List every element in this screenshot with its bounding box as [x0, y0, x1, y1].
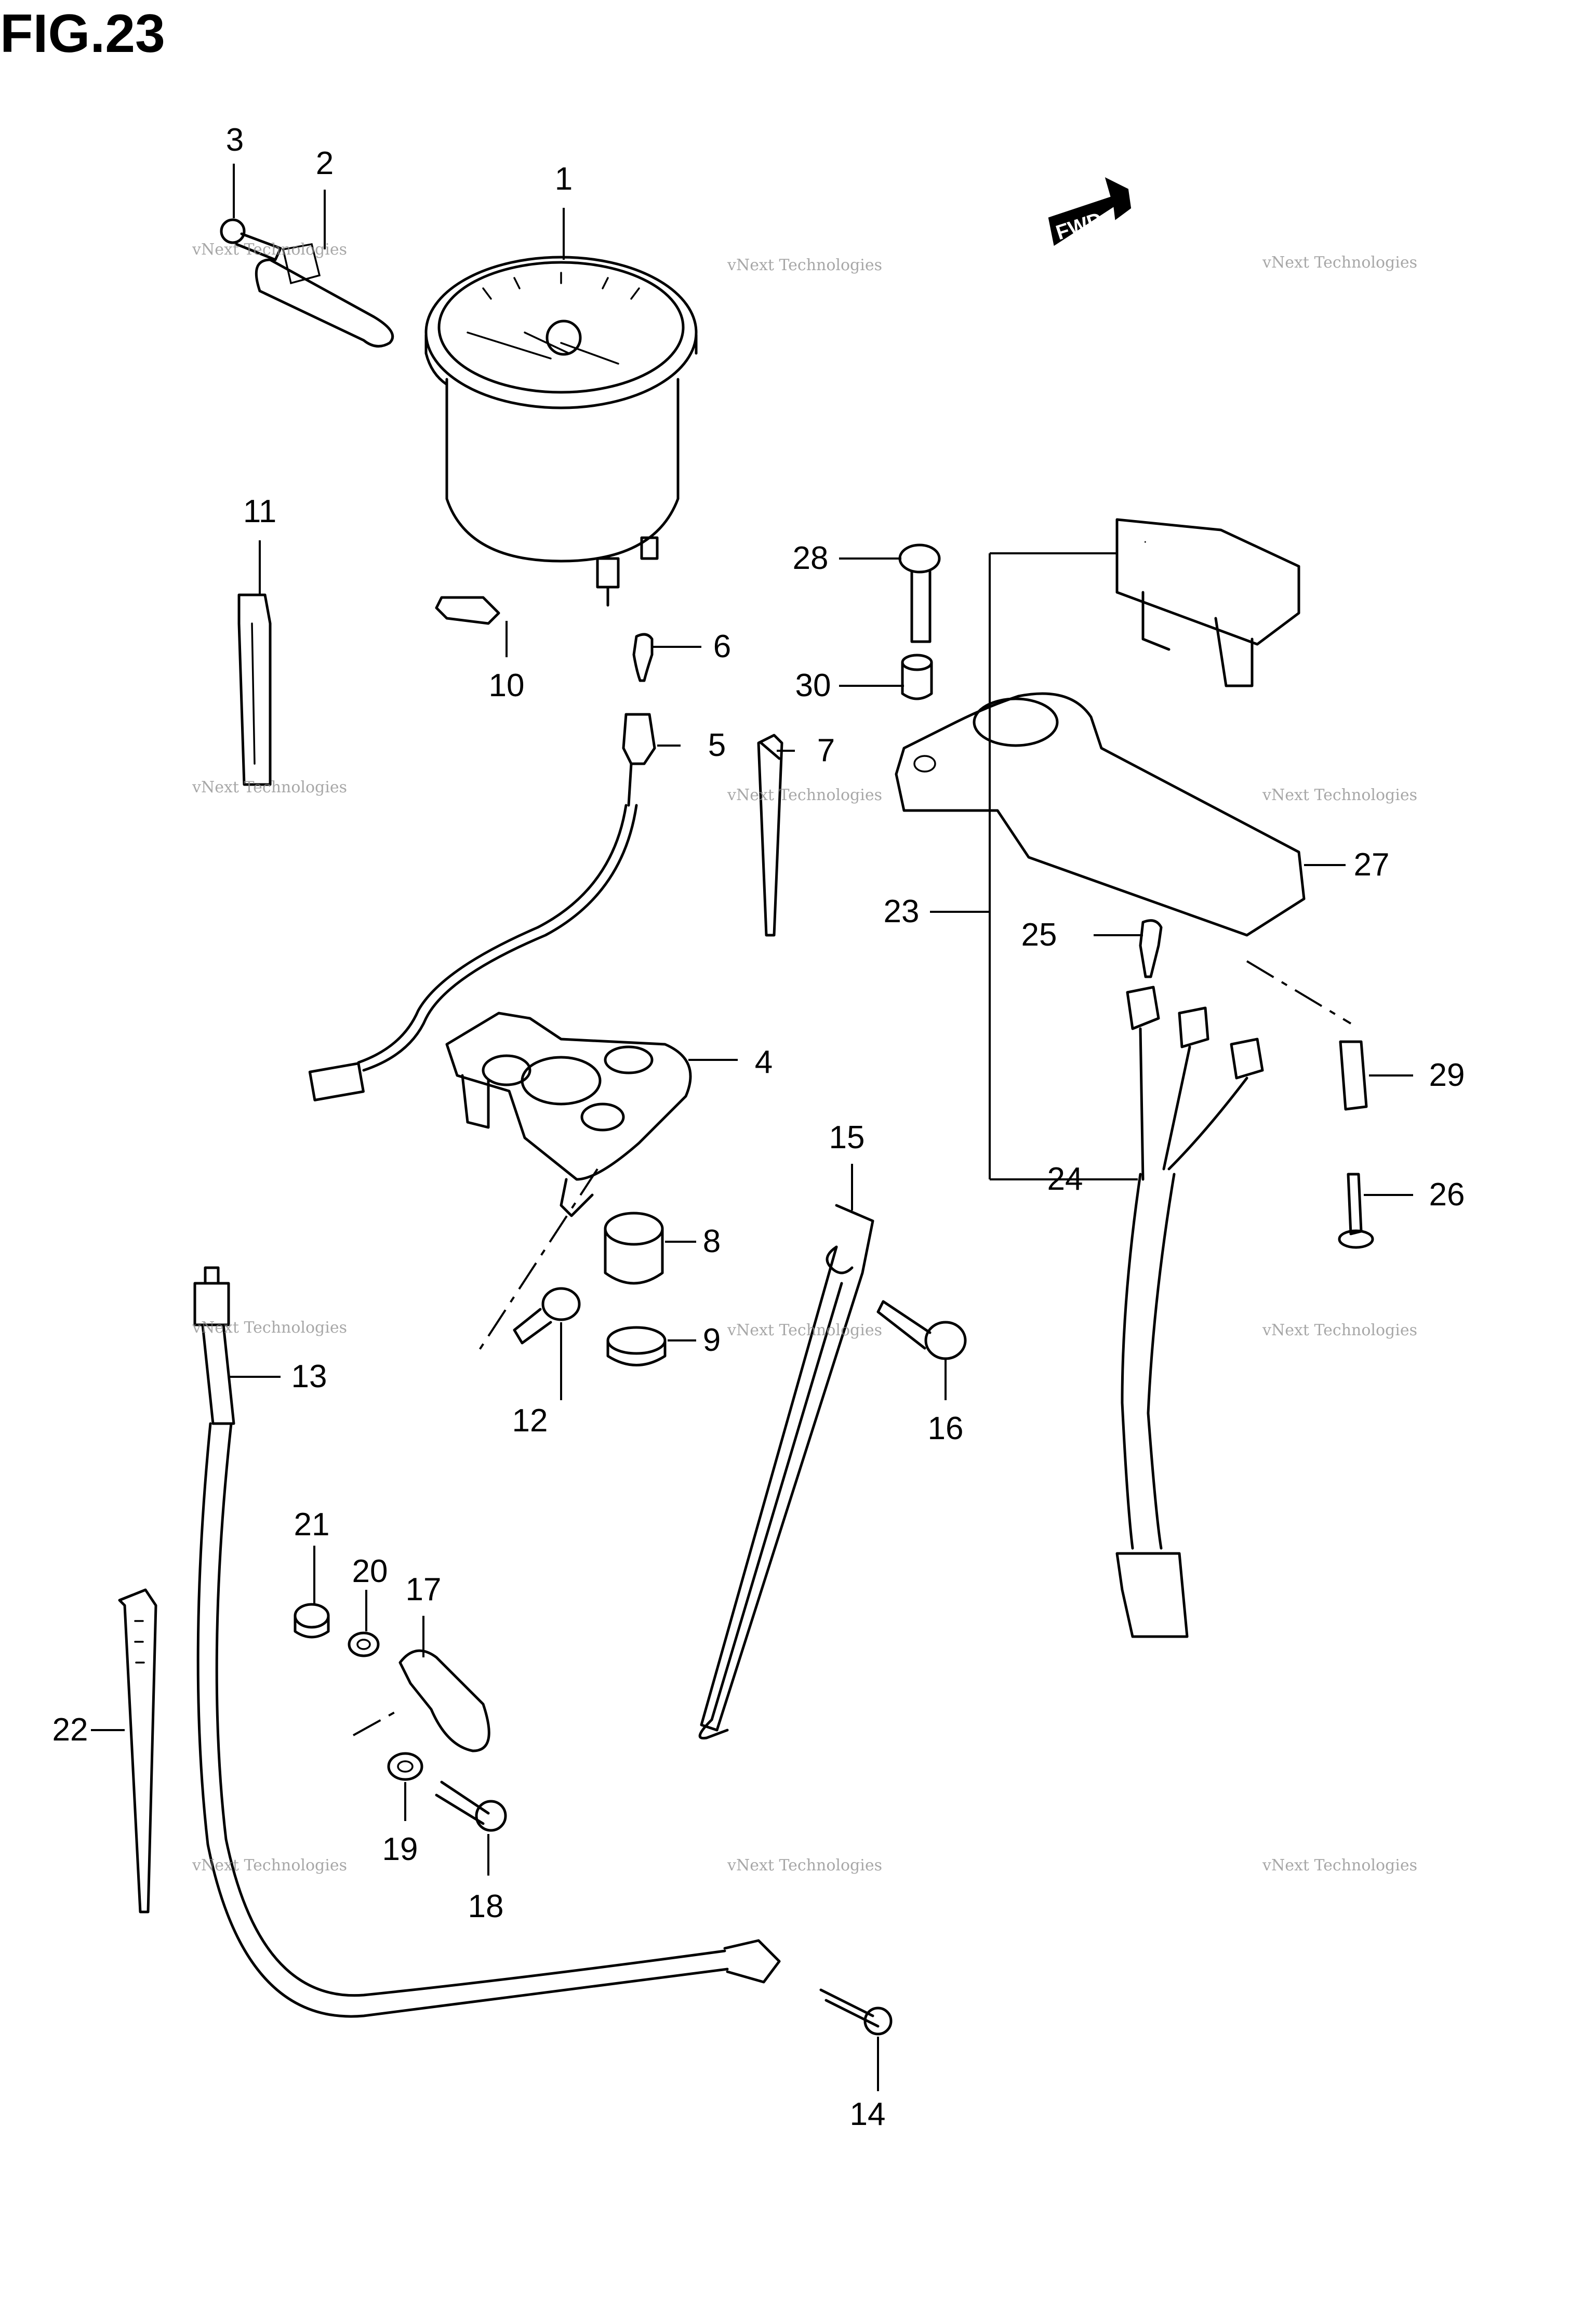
callout-24: 24 — [1047, 1161, 1083, 1197]
callout-15: 15 — [829, 1120, 865, 1155]
callout-3: 3 — [226, 122, 244, 158]
indicator-housing-part-27 — [895, 692, 1306, 937]
callout-29: 29 — [1429, 1057, 1465, 1093]
spacer-part-29 — [1339, 1040, 1368, 1111]
watermark-text: vNext Technologies — [727, 1856, 882, 1875]
bolt-part-12 — [513, 1287, 581, 1345]
leader-lines — [91, 164, 1413, 2091]
clamp-part-17 — [398, 1649, 490, 1752]
callout-13: 13 — [291, 1359, 327, 1394]
nut-part-21 — [294, 1603, 330, 1639]
band-part-11 — [237, 593, 272, 786]
watermark-text: vNext Technologies — [192, 241, 347, 259]
callout-1: 1 — [555, 161, 573, 197]
strap-part-7 — [757, 734, 783, 937]
panel-glyph-1: · — [1143, 533, 1148, 549]
callout-23: 23 — [884, 894, 920, 929]
figure-title: FIG.23 — [0, 4, 165, 64]
watermark-text: vNext Technologies — [1262, 1856, 1417, 1875]
callout-labels: 1 2 3 4 5 6 7 8 9 10 11 12 13 14 15 16 1… — [52, 122, 1465, 2132]
washer-part-19 — [387, 1752, 423, 1781]
watermark-text: vNext Technologies — [192, 1856, 347, 1875]
watermark-text: vNext Technologies — [727, 256, 882, 274]
callout-2: 2 — [316, 145, 334, 181]
watermark-text: vNext Technologies — [1262, 786, 1417, 804]
callout-20: 20 — [352, 1553, 388, 1589]
callout-11: 11 — [243, 494, 276, 529]
watermark-text: vNext Technologies — [727, 786, 882, 804]
socket-wire-part-5 — [308, 713, 656, 1101]
indicator-panel: · — [1115, 518, 1300, 687]
callout-30: 30 — [795, 668, 831, 703]
screw-part-14 — [819, 1988, 893, 2036]
screw-part-28 — [898, 543, 941, 643]
watermark-text: vNext Technologies — [1262, 254, 1417, 272]
screw-part-26 — [1338, 1173, 1374, 1249]
screw-part-3 — [220, 218, 282, 261]
watermark-text: vNext Technologies — [192, 1319, 347, 1337]
callout-26: 26 — [1429, 1177, 1465, 1213]
callout-21: 21 — [294, 1507, 330, 1543]
callout-4: 4 — [755, 1044, 773, 1080]
callout-10: 10 — [489, 668, 525, 703]
callout-16: 16 — [928, 1411, 964, 1446]
callout-14: 14 — [850, 2096, 886, 2132]
watermark-text: vNext Technologies — [1262, 1321, 1417, 1339]
fwd-arrow-icon: FWD — [1048, 177, 1132, 246]
callout-28: 28 — [793, 540, 829, 576]
harness-part-24 — [1115, 986, 1264, 1638]
callout-7: 7 — [817, 733, 835, 768]
bulb-part-6 — [632, 633, 654, 682]
callout-22: 22 — [52, 1712, 88, 1748]
spacer-part-30 — [901, 654, 933, 700]
cable-part-13 — [193, 1266, 781, 2018]
bracket-part-4 — [445, 1012, 692, 1217]
cap-part-10 — [435, 596, 500, 625]
screw-part-18 — [435, 1780, 507, 1832]
watermarks: vNext Technologies vNext Technologies vN… — [192, 241, 1417, 1875]
callout-17: 17 — [406, 1572, 442, 1607]
callout-8: 8 — [703, 1224, 721, 1259]
washer-part-20 — [348, 1631, 380, 1657]
callout-9: 9 — [703, 1322, 721, 1358]
bolt-part-16 — [876, 1300, 967, 1360]
meter-assembly — [424, 256, 698, 607]
assembly-dashed-lines — [353, 960, 1352, 1736]
callout-12: 12 — [512, 1403, 548, 1439]
callout-6: 6 — [713, 629, 731, 665]
callout-19: 19 — [382, 1831, 418, 1867]
tie-wrap-part-22 — [118, 1588, 157, 1914]
watermark-text: vNext Technologies — [192, 778, 347, 796]
nut-part-9 — [606, 1326, 667, 1366]
grommet-part-8 — [604, 1212, 664, 1285]
callout-18: 18 — [468, 1889, 504, 1924]
callout-25: 25 — [1021, 917, 1057, 953]
socket-part-2 — [255, 243, 394, 348]
callout-5: 5 — [708, 727, 726, 763]
callout-27: 27 — [1354, 847, 1390, 883]
strap-part-15 — [698, 1204, 874, 1740]
bulb-part-25 — [1139, 919, 1163, 978]
watermark-text: vNext Technologies — [727, 1321, 882, 1339]
